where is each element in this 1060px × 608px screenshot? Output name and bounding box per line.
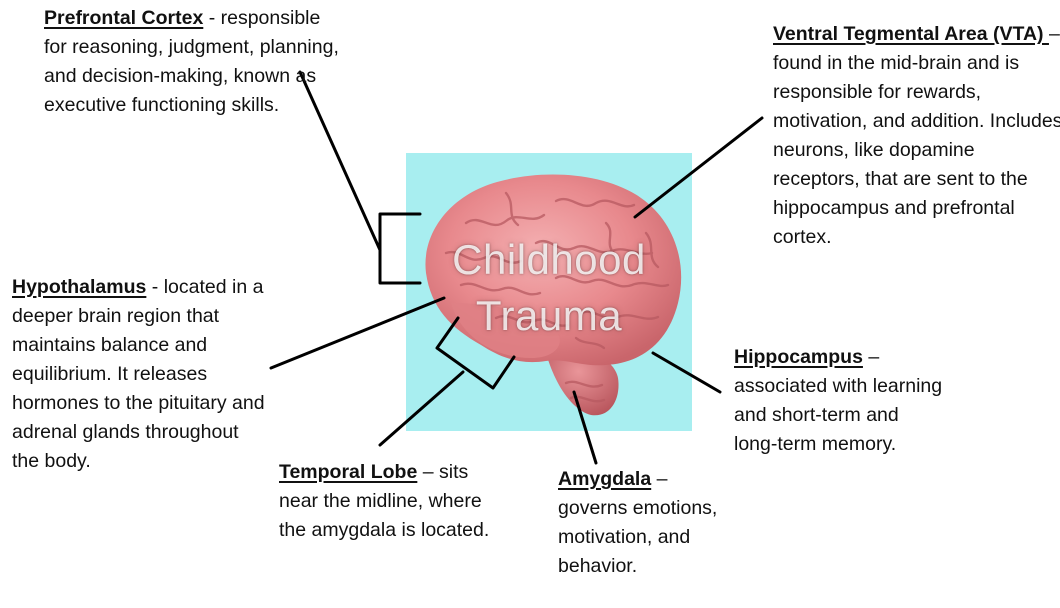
overlay-title: Childhood Trauma — [406, 232, 692, 344]
hypothalamus-description: - located in a deeper brain region that … — [12, 276, 265, 472]
temporal-lobe-label: Temporal Lobe – sits near the midline, w… — [279, 458, 494, 545]
prefrontal-cortex-term: Prefrontal Cortex — [44, 7, 203, 29]
hypothalamus-term: Hypothalamus — [12, 276, 146, 298]
hypothalamus-label: Hypothalamus - located in a deeper brain… — [12, 273, 270, 476]
hippocampus-label: Hippocampus – associated with learning a… — [734, 343, 944, 459]
vta-description: – found in the mid-brain and is responsi… — [773, 23, 1060, 248]
temporal-lobe-term: Temporal Lobe — [279, 461, 417, 483]
prefrontal-cortex-label: Prefrontal Cortex - responsible for reas… — [44, 4, 344, 120]
vta-label: Ventral Tegmental Area (VTA) – found in … — [773, 20, 1060, 252]
hippocampus-term: Hippocampus — [734, 346, 863, 368]
amygdala-label: Amygdala – governs emotions, motivation,… — [558, 465, 733, 581]
overlay-line-1: Childhood — [406, 232, 692, 288]
overlay-line-2: Trauma — [406, 288, 692, 344]
vta-term: Ventral Tegmental Area (VTA) — [773, 23, 1049, 45]
amygdala-term: Amygdala — [558, 468, 651, 490]
